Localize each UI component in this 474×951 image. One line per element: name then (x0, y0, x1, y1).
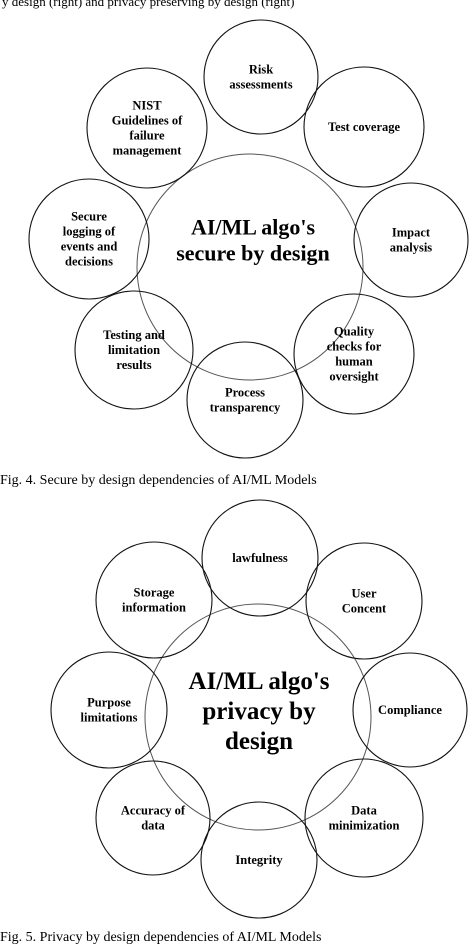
fig4-node-circle-test-coverage (303, 66, 425, 188)
fig5-node-label-integrity: Integrity (235, 853, 283, 867)
top-cut-text: y design (right) and privacy preserving … (2, 0, 294, 9)
fig4-node-circle-process-transparency (186, 341, 304, 459)
fig5-node-circle-accuracy-of-data (95, 760, 211, 876)
fig5-node-label-lawfulness: lawfulness (232, 551, 288, 565)
figure-4-center-circle (136, 153, 364, 381)
fig5-node-circle-lawfulness (201, 499, 319, 617)
fig4-node-circle-impact-analysis (353, 182, 469, 298)
fig4-node-circle-risk-assessments (203, 19, 319, 135)
fig4-node-circle-secure-logging (28, 178, 150, 300)
fig4-node-label-test-coverage: Test coverage (328, 120, 401, 134)
fig5-node-circle-user-concent (305, 542, 423, 660)
figure-4-caption: Fig. 4. Secure by design dependencies of… (0, 473, 317, 488)
figure-5-caption: Fig. 5. Privacy by design dependencies o… (0, 930, 321, 945)
fig5-node-circle-purpose-limitations (50, 651, 168, 769)
fig5-node-circle-integrity (200, 801, 318, 919)
fig5-node-circle-data-minimization (304, 758, 424, 878)
fig4-node-circle-testing-limitation (74, 290, 194, 410)
fig5-node-label-compliance: Compliance (378, 703, 442, 717)
fig5-node-circle-storage-information (95, 541, 213, 659)
figure-5-center-circle (144, 603, 372, 831)
fig5-node-circle-compliance (352, 652, 468, 768)
fig4-node-circle-quality-checks (293, 293, 415, 415)
fig4-node-circle-nist-guidelines (86, 67, 208, 189)
